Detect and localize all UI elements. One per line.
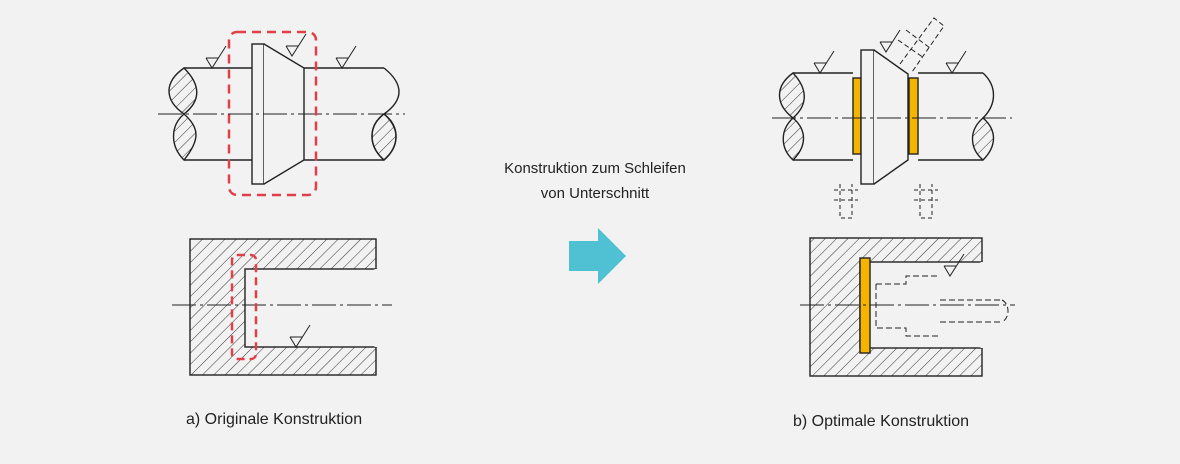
left-break-section (168, 67, 198, 162)
optimal-bore-drawing (800, 237, 1015, 377)
transition-caption-line1: Konstruktion zum Schleifen (504, 160, 686, 177)
undercut-insert-right (908, 77, 919, 155)
undercut-insert-left (852, 77, 862, 155)
finish-symbol (335, 45, 357, 69)
highlight-box-shaft (227, 30, 318, 197)
finish-symbol (289, 324, 311, 348)
caption-optimal: b) Optimale Konstruktion (793, 413, 970, 430)
original-shaft-drawing (158, 33, 405, 185)
finish-symbol (285, 33, 307, 57)
grinding-wheel-dash (914, 184, 938, 219)
arrow-right-icon (569, 228, 626, 284)
grinding-wheel-dash (834, 184, 858, 219)
highlight-box-bore (230, 253, 258, 361)
original-bore-drawing (172, 238, 392, 376)
optimal-shaft-drawing (772, 17, 1012, 219)
bore-cavity (244, 268, 377, 348)
grinding-wheel-tilted (897, 17, 945, 73)
transition-caption: Konstruktion zum Schleifen von Unterschn… (470, 156, 720, 206)
finish-symbol (205, 45, 227, 69)
finish-symbol (943, 253, 965, 277)
collar (860, 49, 875, 185)
caption-original: a) Originale Konstruktion (186, 411, 363, 428)
grinding-tool-dash (875, 275, 1009, 337)
finish-symbol (813, 50, 835, 74)
cone (873, 49, 909, 185)
transition-caption-line2: von Unterschnitt (540, 185, 650, 202)
finish-symbol (879, 29, 901, 53)
finish-symbol (945, 50, 967, 74)
